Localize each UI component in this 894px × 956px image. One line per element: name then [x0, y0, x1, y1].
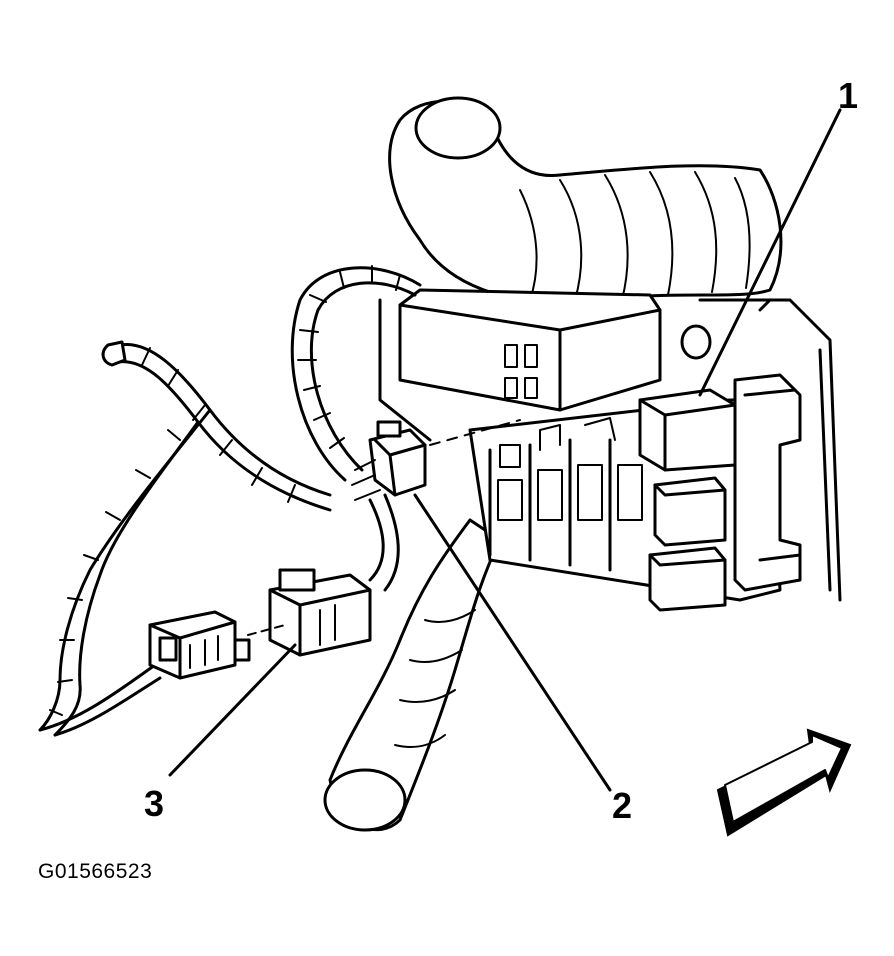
forward-arrow-icon [716, 728, 852, 837]
relay-middle [653, 476, 727, 547]
relay-top [638, 388, 737, 472]
wire-loop-upper [290, 265, 422, 482]
upper-harness-bundle [388, 96, 783, 304]
callout-label-3: 3 [144, 783, 165, 824]
lower-harness-bundle [323, 518, 502, 832]
wire-mid [368, 493, 400, 592]
leader-line-1 [698, 108, 842, 397]
connector-3-female [268, 568, 372, 657]
connector-2-body [351, 420, 427, 501]
leader-line-3 [168, 643, 297, 777]
wire-left-loop [38, 340, 332, 737]
leader-line-2 [413, 493, 612, 792]
callout-label-1: 1 [838, 75, 859, 116]
relay-housing [398, 288, 712, 412]
figure-id-code: G01566523 [38, 860, 153, 883]
relay-bottom [648, 546, 727, 612]
alignment-dash-2 [429, 419, 521, 446]
side-bracket [733, 373, 802, 592]
callout-label-2: 2 [612, 785, 633, 826]
alignment-dash-3 [247, 624, 286, 636]
connector-3-male [148, 610, 251, 680]
